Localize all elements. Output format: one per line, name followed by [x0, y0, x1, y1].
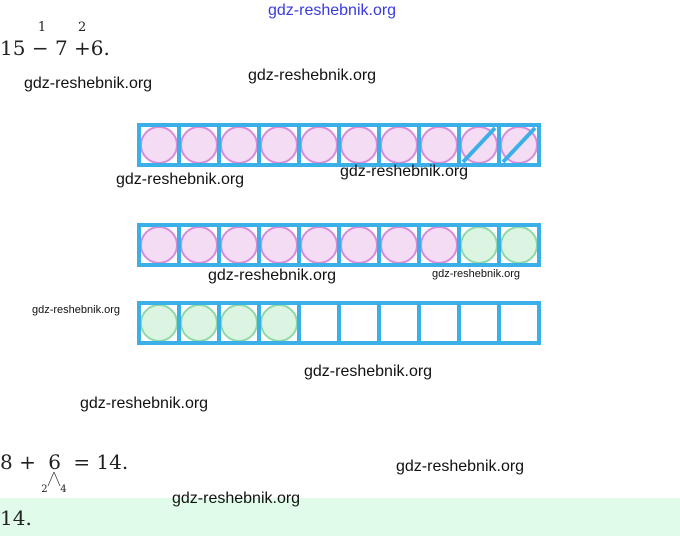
expression-2: 8 + 6 2 4 = 14.: [0, 450, 129, 495]
pink-counter: [140, 226, 178, 264]
pink-counter: [300, 226, 338, 264]
superscript: 2: [78, 20, 87, 35]
pink-counter: [420, 126, 458, 164]
watermark: gdz-reshebnik.org: [80, 395, 209, 412]
op: −: [31, 36, 49, 60]
green-counter: [460, 226, 498, 264]
watermark: gdz-reshebnik.org: [396, 458, 525, 475]
watermark: gdz-reshebnik.org: [172, 490, 301, 507]
pink-counter: [140, 126, 178, 164]
pink-counter: [220, 126, 258, 164]
pink-counter: [340, 226, 378, 264]
split-right: 4: [60, 484, 67, 495]
watermark: gdz-reshebnik.org: [24, 75, 153, 92]
watermark: gdz-reshebnik.org: [432, 268, 521, 280]
pink-counter: [420, 226, 458, 264]
split-lines-icon: [47, 472, 61, 487]
frame-cell: [497, 223, 541, 267]
frame-cell: [377, 301, 421, 345]
split-left: 2: [41, 484, 48, 495]
frame-cell: [337, 301, 381, 345]
frame-cell: [497, 301, 541, 345]
watermark: gdz-reshebnik.org: [304, 363, 433, 380]
ten-frame-3: [137, 301, 541, 345]
number: 15: [0, 36, 26, 60]
watermark: gdz-reshebnik.org: [248, 67, 377, 84]
watermark: gdz-reshebnik.org: [116, 171, 245, 188]
watermark: gdz-reshebnik.org: [340, 163, 469, 180]
operator-plus: +: [19, 450, 36, 474]
green-counter: [260, 304, 298, 342]
frame-cell: [297, 301, 341, 345]
number: 6.: [90, 36, 110, 60]
ten-frame-1: [137, 123, 541, 167]
pink-counter: [180, 126, 218, 164]
operator-plus: 2+: [74, 20, 91, 60]
frame-cell: [417, 301, 461, 345]
pink-counter: [380, 226, 418, 264]
cross-out-line: [501, 126, 537, 164]
watermark: gdz-reshebnik.org: [208, 267, 337, 284]
pink-counter: [380, 126, 418, 164]
frame-cell: [457, 301, 501, 345]
number: 6: [48, 450, 61, 474]
superscript: 1: [37, 20, 47, 35]
green-counter: [140, 304, 178, 342]
split-number: 6 2 4: [41, 450, 67, 495]
pink-counter: [260, 226, 298, 264]
watermark: gdz-reshebnik.org: [32, 304, 121, 316]
operator-minus: 1−: [31, 20, 49, 60]
answer: 14.: [0, 506, 32, 530]
answer-band: [0, 498, 680, 536]
green-counter: [220, 304, 258, 342]
expression-1: 15 1− 7 2+6.: [0, 20, 110, 60]
pink-counter: [260, 126, 298, 164]
pink-counter: [220, 226, 258, 264]
cross-out-line: [461, 126, 497, 164]
number: 7: [54, 36, 68, 60]
green-counter: [500, 226, 538, 264]
watermark: gdz-reshebnik.org: [268, 2, 397, 19]
green-counter: [180, 304, 218, 342]
frame-cell: [497, 123, 541, 167]
number: 8: [0, 450, 13, 474]
pink-counter: [180, 226, 218, 264]
result: = 14.: [73, 450, 129, 474]
ten-frame-2: [137, 223, 541, 267]
pink-counter: [340, 126, 378, 164]
pink-counter: [300, 126, 338, 164]
op: +: [74, 36, 91, 60]
